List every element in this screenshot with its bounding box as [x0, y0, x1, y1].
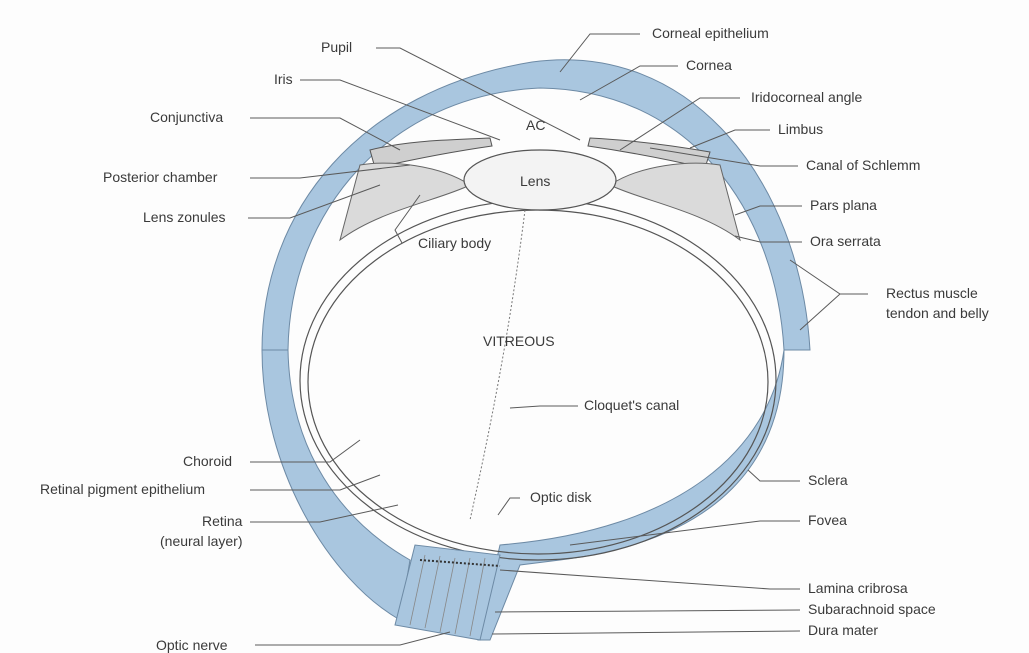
label-lens-zonules: Lens zonules: [143, 209, 226, 225]
ac-label: AC: [526, 117, 545, 133]
label-ora-serrata: Ora serrata: [810, 233, 881, 249]
lens-label: Lens: [520, 173, 550, 189]
label-fovea: Fovea: [808, 512, 847, 528]
label-optic-nerve: Optic nerve: [156, 637, 228, 653]
sclera-lower-left: [262, 350, 410, 620]
label-iridocorneal-angle: Iridocorneal angle: [751, 89, 863, 105]
label-retina: Retina: [202, 513, 243, 529]
label-ciliary-body: Ciliary body: [418, 235, 491, 251]
label-choroid: Choroid: [183, 453, 232, 469]
cloquets-canal-line: [470, 210, 525, 520]
label-optic-disk: Optic disk: [530, 489, 592, 505]
label-cornea: Cornea: [686, 57, 732, 73]
label-posterior-chamber: Posterior chamber: [103, 169, 218, 185]
label-pars-plana: Pars plana: [810, 197, 877, 213]
label-sclera: Sclera: [808, 472, 848, 488]
label-conjunctiva: Conjunctiva: [150, 109, 223, 125]
label-rectus: Rectus muscle: [886, 285, 978, 301]
label-iris: Iris: [274, 71, 293, 87]
vitreous-label: VITREOUS: [483, 333, 555, 349]
label-pupil: Pupil: [321, 39, 352, 55]
ciliary-body-left: [340, 163, 470, 240]
label-rectus-sub: tendon and belly: [886, 305, 989, 321]
label-dura-mater: Dura mater: [808, 622, 878, 638]
label-subarachnoid-space: Subarachnoid space: [808, 601, 936, 617]
label-limbus: Limbus: [778, 121, 823, 137]
label-corneal-epithelium: Corneal epithelium: [652, 25, 769, 41]
label-cloquets-canal: Cloquet's canal: [584, 397, 679, 413]
sclera-lower-right: [478, 350, 784, 640]
label-retina-sub: (neural layer): [160, 533, 242, 549]
label-rpe: Retinal pigment epithelium: [40, 481, 205, 497]
label-canal-of-schlemm: Canal of Schlemm: [806, 157, 920, 173]
ciliary-body-right: [610, 163, 740, 240]
label-lamina-cribrosa: Lamina cribrosa: [808, 580, 908, 596]
